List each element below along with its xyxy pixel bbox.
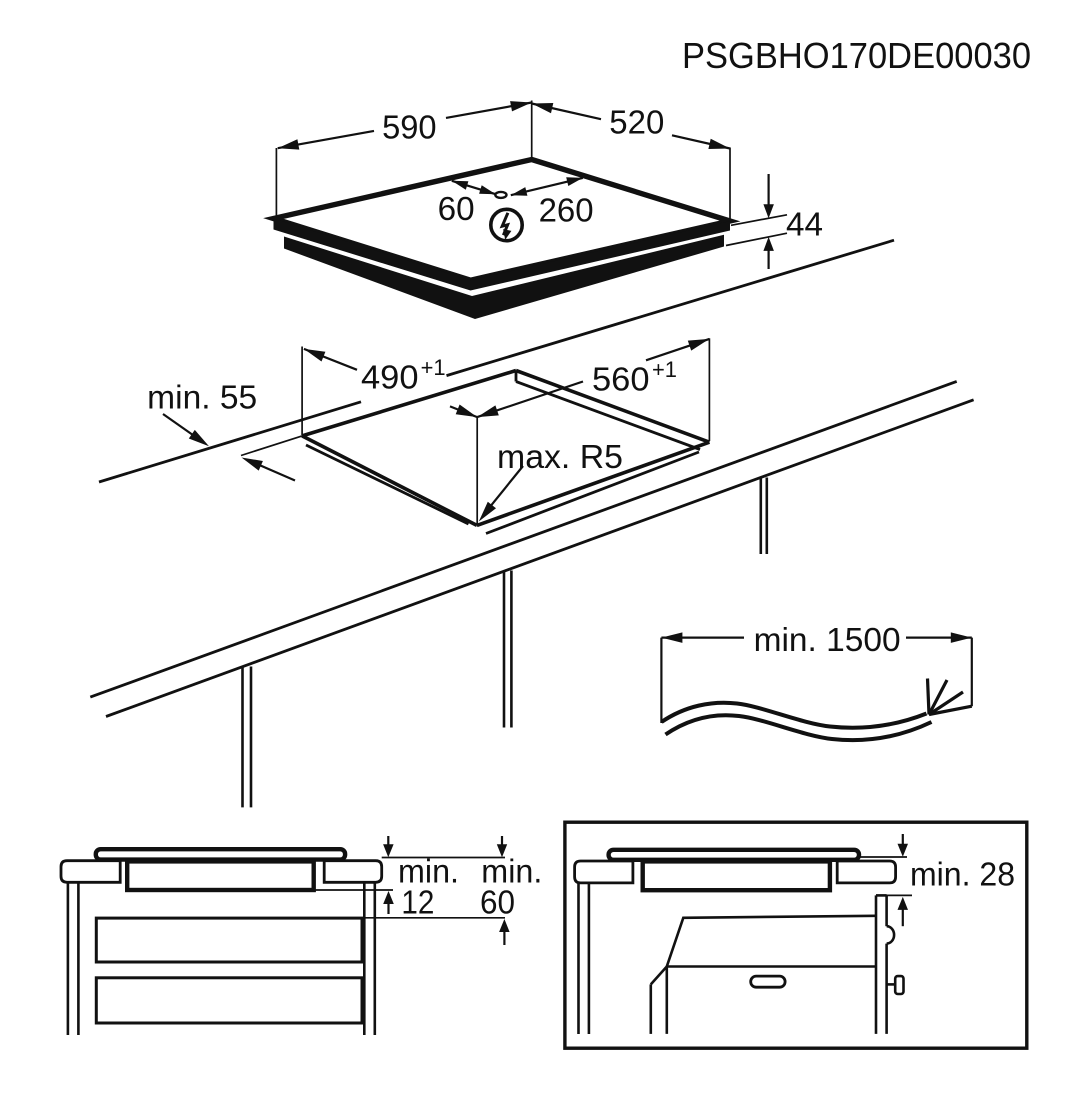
svg-text:max. R5: max. R5 xyxy=(497,438,623,475)
svg-text:+1: +1 xyxy=(652,357,677,382)
svg-text:490: 490 xyxy=(361,359,419,396)
svg-text:min. 1500: min. 1500 xyxy=(754,621,901,658)
svg-text:min. 55: min. 55 xyxy=(147,379,257,416)
svg-text:min. 28: min. 28 xyxy=(910,856,1015,893)
svg-text:560: 560 xyxy=(592,361,650,398)
svg-text:590: 590 xyxy=(382,109,437,146)
svg-text:60: 60 xyxy=(438,190,475,227)
svg-text:520: 520 xyxy=(609,104,664,141)
svg-text:min.: min. xyxy=(398,853,459,890)
svg-text:60: 60 xyxy=(480,884,515,921)
svg-text:12: 12 xyxy=(401,884,434,921)
svg-text:260: 260 xyxy=(539,192,594,229)
svg-text:min.: min. xyxy=(481,853,542,890)
svg-text:44: 44 xyxy=(786,206,823,243)
svg-text:+1: +1 xyxy=(421,355,446,380)
svg-text:PSGBHO170DE00030: PSGBHO170DE00030 xyxy=(682,35,1031,76)
